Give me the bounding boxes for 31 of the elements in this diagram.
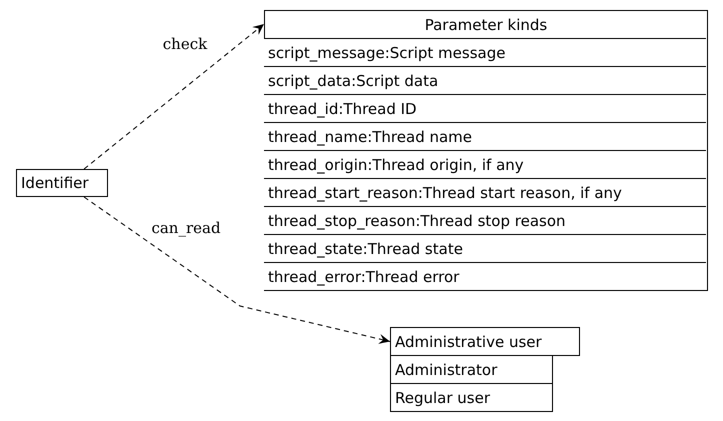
entity-label: thread_stop_reason:Thread stop reason xyxy=(268,212,566,230)
table-row xyxy=(264,94,706,122)
entity-box xyxy=(16,169,108,197)
entity-label: thread_name:Thread name xyxy=(268,128,472,146)
table-row xyxy=(264,122,706,150)
dashed-arrow xyxy=(84,24,264,170)
table-row xyxy=(264,206,706,234)
edge-label: can_read xyxy=(150,219,222,237)
entity-label: thread_error:Thread error xyxy=(268,268,460,286)
entity-label: Administrative user xyxy=(395,332,542,350)
entity-box xyxy=(390,327,580,356)
entity-label: thread_start_reason:Thread start reason, if any xyxy=(268,184,622,202)
entity-box xyxy=(390,383,553,412)
table-row xyxy=(264,66,706,94)
table-row xyxy=(264,38,706,66)
entity-box xyxy=(390,355,553,384)
entity-label: Identifier xyxy=(21,174,89,192)
entity-label: script_data:Script data xyxy=(268,72,438,90)
table-row xyxy=(264,178,706,206)
entity-label: Administrator xyxy=(395,360,498,378)
dashed-arrow xyxy=(84,196,390,344)
table-row xyxy=(264,262,706,290)
entity-label: thread_origin:Thread origin, if any xyxy=(268,156,524,174)
entity-label: thread_state:Thread state xyxy=(268,240,463,258)
table-row xyxy=(264,234,706,262)
table-header: Parameter kinds xyxy=(424,15,548,36)
table xyxy=(264,10,708,291)
entity-label: script_message:Script message xyxy=(268,44,506,62)
entity-label: Regular user xyxy=(395,388,490,406)
entity-label: thread_id:Thread ID xyxy=(268,100,417,118)
table-row xyxy=(264,150,706,178)
